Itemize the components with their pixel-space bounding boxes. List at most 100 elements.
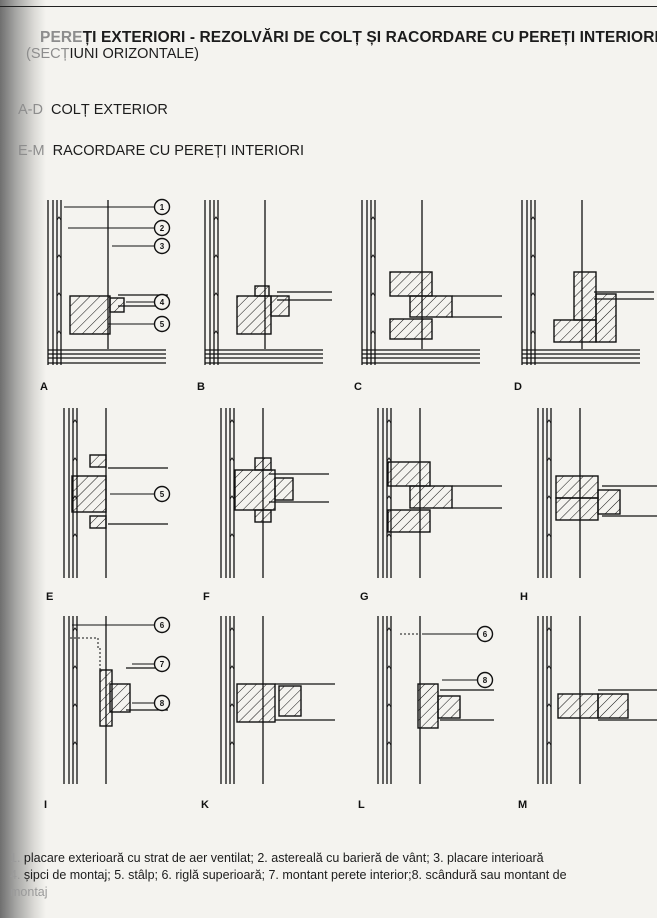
detail-label: G	[360, 591, 369, 603]
hatched-timber-section	[595, 293, 617, 343]
section-code: A-D	[18, 102, 43, 118]
batten-tick	[72, 665, 78, 670]
hatched-timber-section	[109, 683, 131, 713]
callout-circle	[476, 625, 494, 643]
hatched-timber-section	[254, 285, 270, 297]
detail-label: L	[358, 799, 365, 811]
callout-number: 6	[483, 630, 488, 639]
detail-h: H	[520, 408, 657, 603]
batten-tick	[229, 703, 235, 708]
hatched-timber-section	[254, 457, 272, 471]
batten-tick	[56, 330, 62, 335]
detail-k: K	[201, 616, 335, 811]
detail-c: C	[354, 200, 502, 393]
batten-tick	[530, 292, 536, 297]
callout-number: 2	[160, 224, 165, 233]
hatched-timber-section	[234, 469, 276, 511]
batten-tick	[546, 665, 552, 670]
caption-line: 1. placare exterioară cu strat de aer ve…	[10, 850, 630, 867]
page-subtitle-prefix: (SECȚ	[26, 46, 70, 62]
batten-tick	[213, 330, 219, 335]
page-binding-shadow	[0, 0, 46, 918]
callout-circle	[153, 293, 171, 311]
hatched-timber-section	[278, 685, 302, 717]
batten-tick	[386, 627, 392, 632]
batten-tick	[386, 495, 392, 500]
batten-tick	[213, 254, 219, 259]
batten-tick	[546, 495, 552, 500]
detail-label: H	[520, 591, 528, 603]
callout-number: 8	[160, 699, 165, 708]
top-plate-dashed	[400, 633, 421, 640]
batten-tick	[229, 419, 235, 424]
callout-number: 4	[160, 298, 165, 307]
batten-tick	[530, 330, 536, 335]
batten-tick	[56, 254, 62, 259]
hatched-timber-section	[89, 454, 107, 468]
callout-circle	[153, 237, 171, 255]
hatched-timber-section	[597, 693, 629, 719]
hatched-timber-section	[597, 489, 621, 515]
batten-tick	[72, 419, 78, 424]
detail-g: G	[360, 408, 502, 603]
caption-prefix: montaj	[10, 885, 48, 899]
callout-number: 6	[160, 621, 165, 630]
batten-tick	[530, 216, 536, 221]
caption-text: șipci de montaj; 5. stâlp; 6. riglă supe…	[23, 868, 567, 882]
hatched-timber-section	[417, 683, 439, 729]
page-subtitle: (SECȚIUNI ORIZONTALE)	[26, 46, 199, 62]
batten-tick	[386, 533, 392, 538]
callout-circle	[153, 655, 171, 673]
section-heading-junction: E-M RACORDARE CU PEREȚI INTERIORI	[18, 143, 304, 159]
detail-label: E	[46, 591, 53, 603]
callout-circle	[153, 219, 171, 237]
detail-label: F	[203, 591, 210, 603]
batten-tick	[386, 741, 392, 746]
detail-l: L68	[358, 616, 494, 811]
hatched-timber-section	[236, 295, 272, 335]
hatched-timber-section	[409, 295, 453, 318]
batten-tick	[546, 703, 552, 708]
batten-tick	[386, 665, 392, 670]
callout-circle	[476, 671, 494, 689]
hatched-timber-section	[555, 475, 599, 499]
hatched-timber-section	[89, 515, 107, 529]
hatched-timber-section	[389, 318, 433, 340]
detail-f: F	[203, 408, 329, 603]
batten-tick	[229, 741, 235, 746]
hatched-timber-section	[387, 461, 431, 487]
caption-text: placare exterioară cu strat de aer venti…	[23, 851, 544, 865]
hatched-timber-section	[109, 297, 125, 313]
detail-label: A	[40, 381, 48, 393]
page-title-text: ȚI EXTERIORI - REZOLVĂRI DE COLȚ ȘI RACO…	[82, 29, 657, 46]
hatched-timber-section	[555, 497, 599, 521]
callout-number: 5	[160, 490, 165, 499]
batten-tick	[386, 457, 392, 462]
hatched-timber-section	[409, 485, 453, 509]
callout-number: 1	[160, 203, 165, 212]
hatched-timber-section	[274, 477, 294, 501]
batten-tick	[56, 216, 62, 221]
section-heading-corner: A-D COLȚ EXTERIOR	[18, 102, 168, 118]
hatched-timber-section	[553, 319, 597, 343]
callout-circle	[153, 315, 171, 333]
batten-tick	[370, 292, 376, 297]
hatched-timber-section	[69, 295, 111, 335]
detail-label: B	[197, 381, 205, 393]
caption-line: 4. șipci de montaj; 5. stâlp; 6. riglă s…	[10, 867, 630, 884]
detail-label: M	[518, 799, 527, 811]
hatched-timber-section	[387, 509, 431, 533]
callout-circle	[153, 198, 171, 216]
hatched-timber-section	[71, 475, 107, 513]
callout-circle	[153, 616, 171, 634]
batten-tick	[229, 533, 235, 538]
batten-tick	[546, 419, 552, 424]
detail-b: B	[197, 200, 332, 393]
batten-tick	[546, 457, 552, 462]
batten-tick	[72, 533, 78, 538]
section-label: COLȚ EXTERIOR	[51, 102, 168, 118]
batten-tick	[386, 419, 392, 424]
detail-label: C	[354, 381, 362, 393]
